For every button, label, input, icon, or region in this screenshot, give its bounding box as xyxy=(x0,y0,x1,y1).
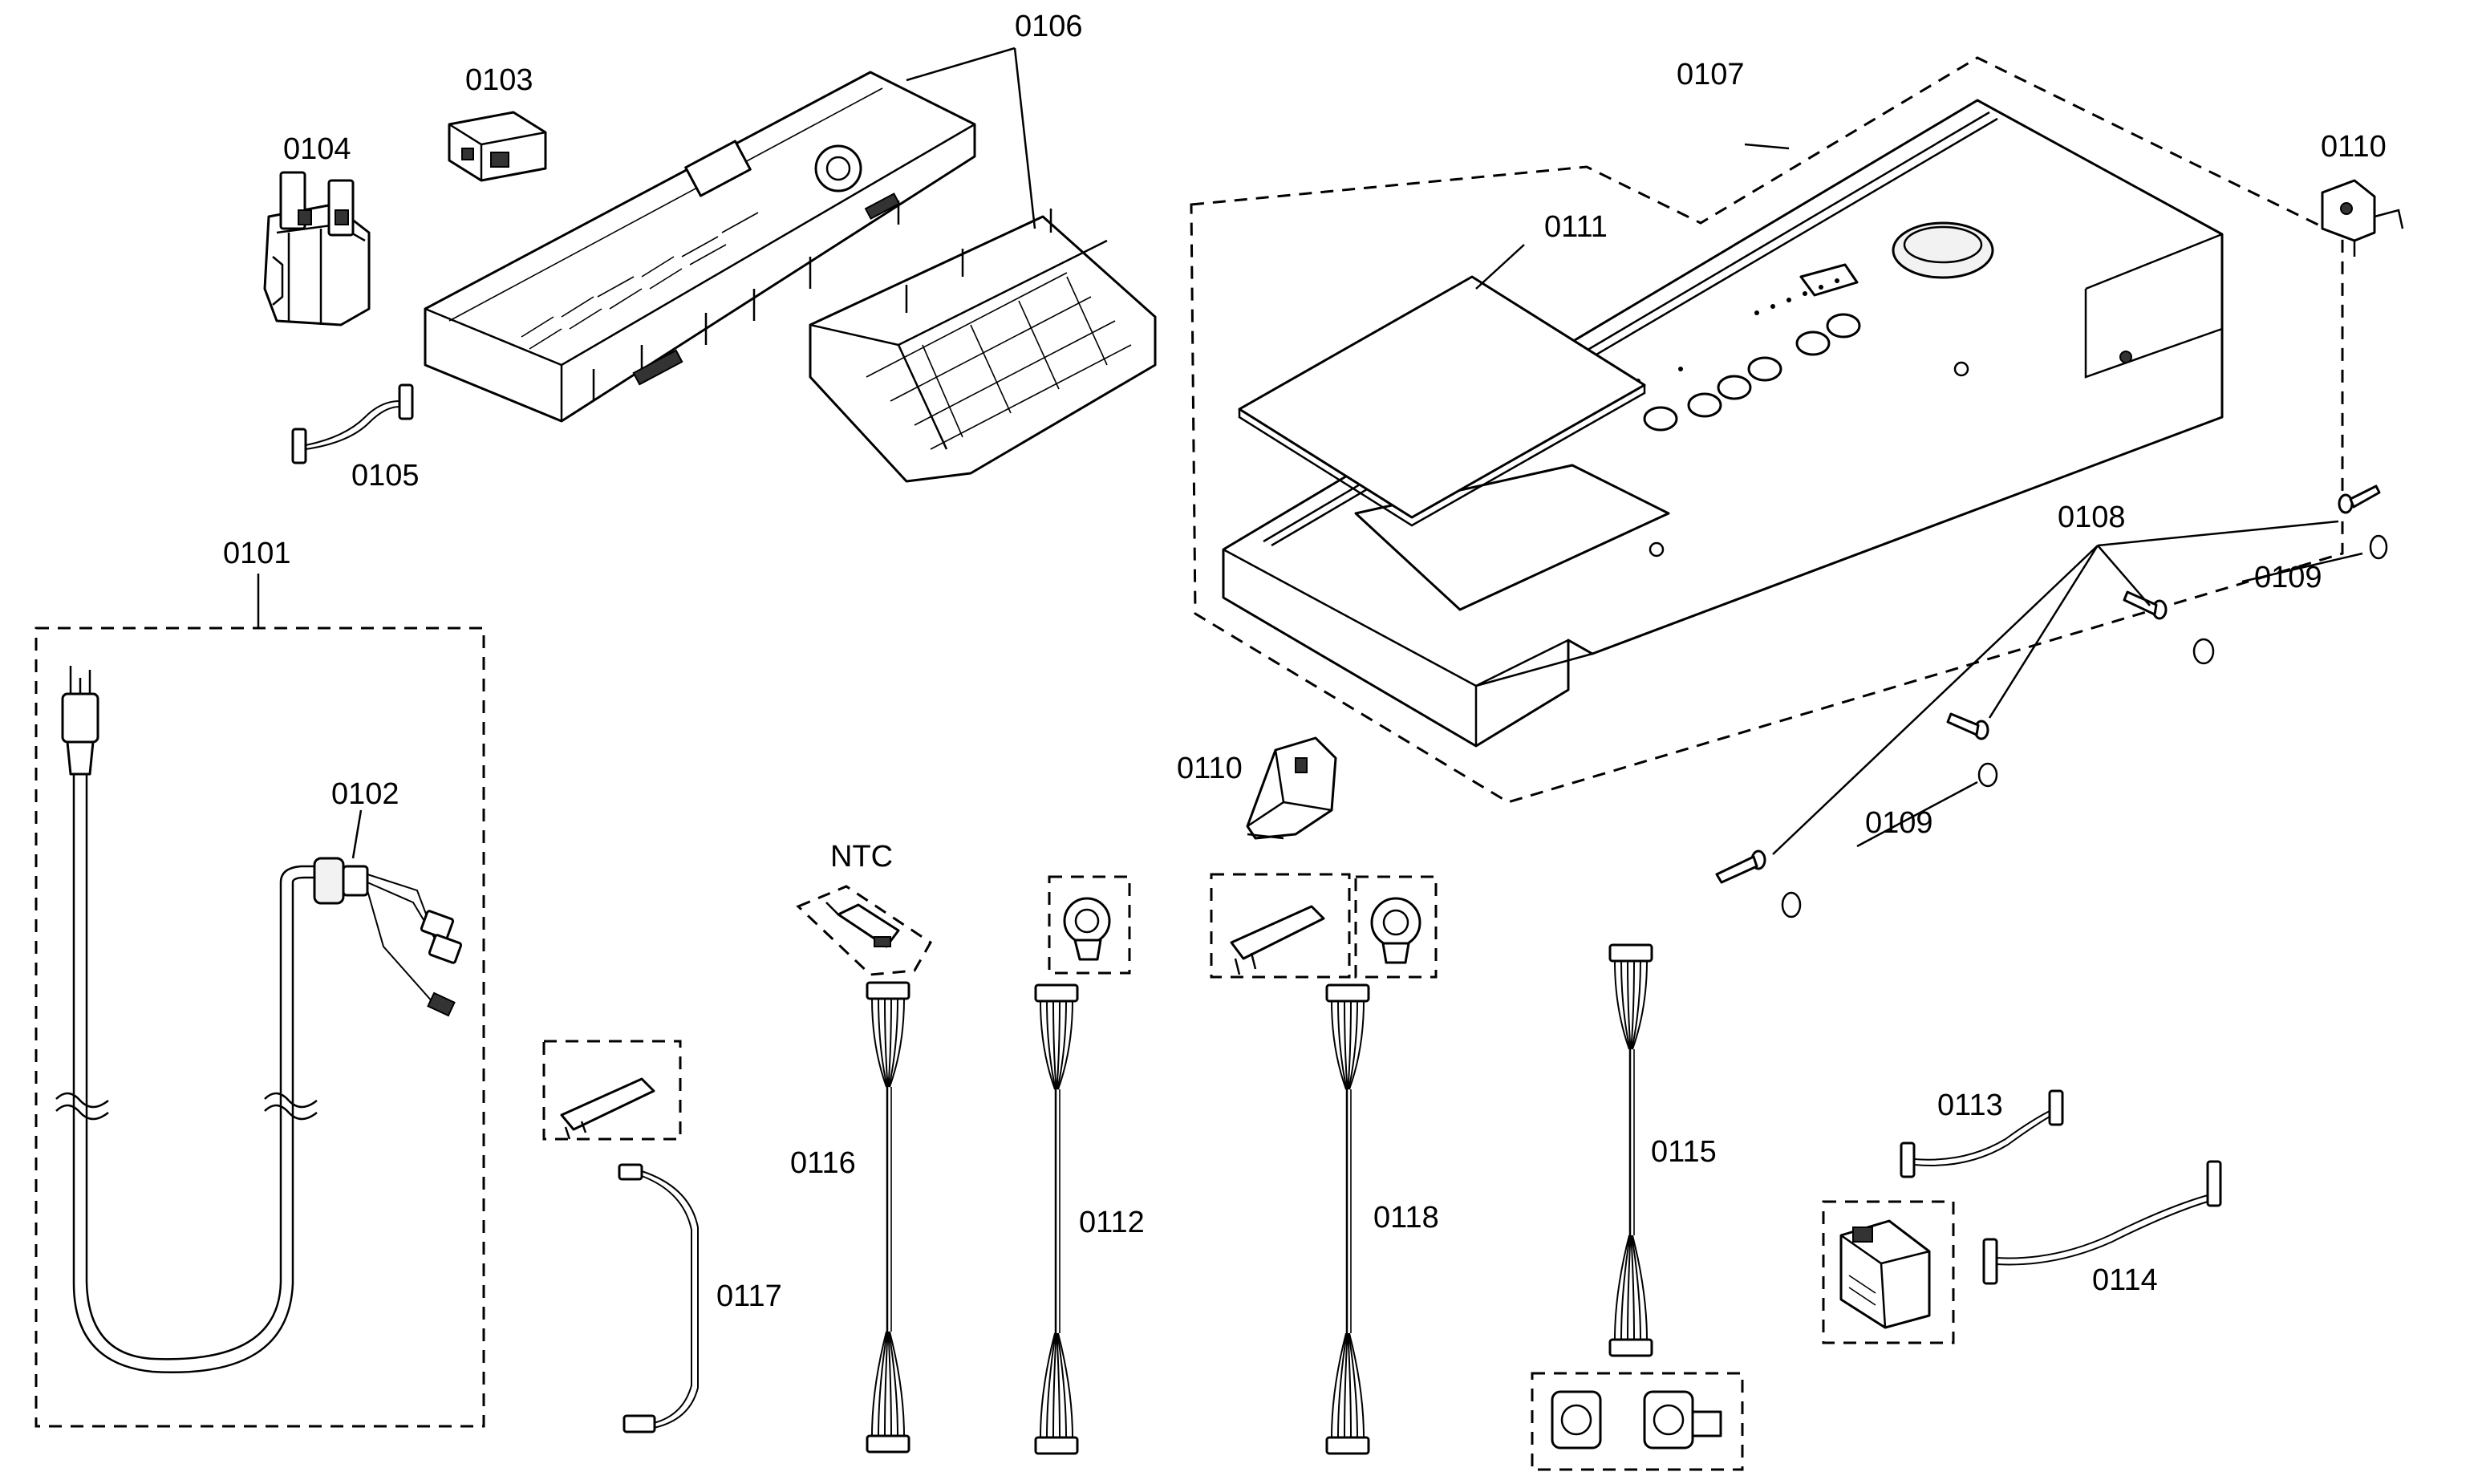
harness-connector-bottom xyxy=(1608,1338,1653,1357)
label-0105: 0105 xyxy=(351,459,420,493)
panel-buttons[interactable] xyxy=(1643,313,1861,432)
part-0110-clip-top[interactable] xyxy=(2321,179,2404,257)
indicator-dots xyxy=(1636,278,1839,383)
label-0113: 0113 xyxy=(1937,1089,2003,1122)
label-0106: 0106 xyxy=(1015,10,1083,43)
label-0117: 0117 xyxy=(716,1279,782,1313)
part-0106-electronic-module[interactable] xyxy=(424,47,1157,483)
harness-connector-top xyxy=(1325,983,1370,1003)
heater-detail-0118 xyxy=(1210,873,1438,979)
label-0112: 0112 xyxy=(1079,1206,1145,1239)
part-0109-washers[interactable] xyxy=(1781,534,2388,918)
part-0113-cable[interactable] xyxy=(1900,1089,2064,1178)
pumps-detail-0115 xyxy=(1531,1372,1744,1471)
label-0114: 0114 xyxy=(2092,1263,2158,1297)
part-labels: 0101 0102 0103 0104 0105 0106 0107 0108 … xyxy=(223,10,2387,1313)
part-0104-filter[interactable] xyxy=(263,171,371,326)
group-boundary-0101 xyxy=(34,626,485,1428)
part-0115-wiring-harness[interactable] xyxy=(1608,943,1653,1357)
label-ntc: NTC xyxy=(830,840,893,874)
part-0112-wiring-harness[interactable] xyxy=(1034,983,1079,1455)
screw-3 xyxy=(1946,712,1989,740)
label-0109-lower: 0109 xyxy=(1865,806,1933,840)
label-0104: 0104 xyxy=(283,132,351,166)
part-0117-heater-cable[interactable] xyxy=(542,1040,699,1433)
label-0101: 0101 xyxy=(223,537,291,570)
label-0107: 0107 xyxy=(1677,58,1745,91)
pump-detail-0112 xyxy=(1048,875,1131,975)
label-0116: 0116 xyxy=(790,1146,856,1180)
label-0115: 0115 xyxy=(1651,1135,1717,1169)
part-0111-panel-insert[interactable] xyxy=(1238,244,1646,527)
label-0111: 0111 xyxy=(1544,210,1608,244)
part-0108-screws[interactable] xyxy=(1715,485,2381,884)
label-0110-lower: 0110 xyxy=(1177,752,1243,785)
screw-2 xyxy=(2123,590,2168,620)
part-0103-connector-block[interactable] xyxy=(448,111,547,182)
label-0110-upper: 0110 xyxy=(2321,130,2387,164)
housing-slots xyxy=(521,212,759,350)
part-0116-wiring-harness[interactable] xyxy=(866,981,910,1454)
part-0118-wiring-harness[interactable] xyxy=(1325,983,1370,1455)
harness-connector-bottom xyxy=(1034,1436,1079,1455)
screw-4 xyxy=(1715,849,1766,884)
harness-connector-top xyxy=(866,981,910,1000)
part-0110-clip-bottom[interactable] xyxy=(1246,736,1337,840)
label-0118: 0118 xyxy=(1373,1201,1439,1235)
harness-connector-bottom xyxy=(866,1434,910,1454)
harness-connector-top xyxy=(1034,983,1079,1003)
part-ntc-sensor[interactable] xyxy=(796,885,932,976)
part-0105-ribbon-cable[interactable] xyxy=(291,383,414,464)
label-0102: 0102 xyxy=(331,777,399,811)
part-0114-module-cable[interactable] xyxy=(1822,1160,2222,1344)
part-0102-strain-relief[interactable] xyxy=(313,809,463,1017)
plug-head xyxy=(61,692,99,744)
label-0103: 0103 xyxy=(465,63,533,97)
harness-connector-bottom xyxy=(1325,1436,1370,1455)
label-0108: 0108 xyxy=(2058,501,2126,534)
harness-connector-top xyxy=(1608,943,1653,963)
label-0109-upper: 0109 xyxy=(2254,561,2322,594)
screw-1 xyxy=(2338,485,2381,514)
group-boundary-0107 xyxy=(1190,56,2344,804)
part-0101-power-cord-group[interactable] xyxy=(34,626,485,1428)
